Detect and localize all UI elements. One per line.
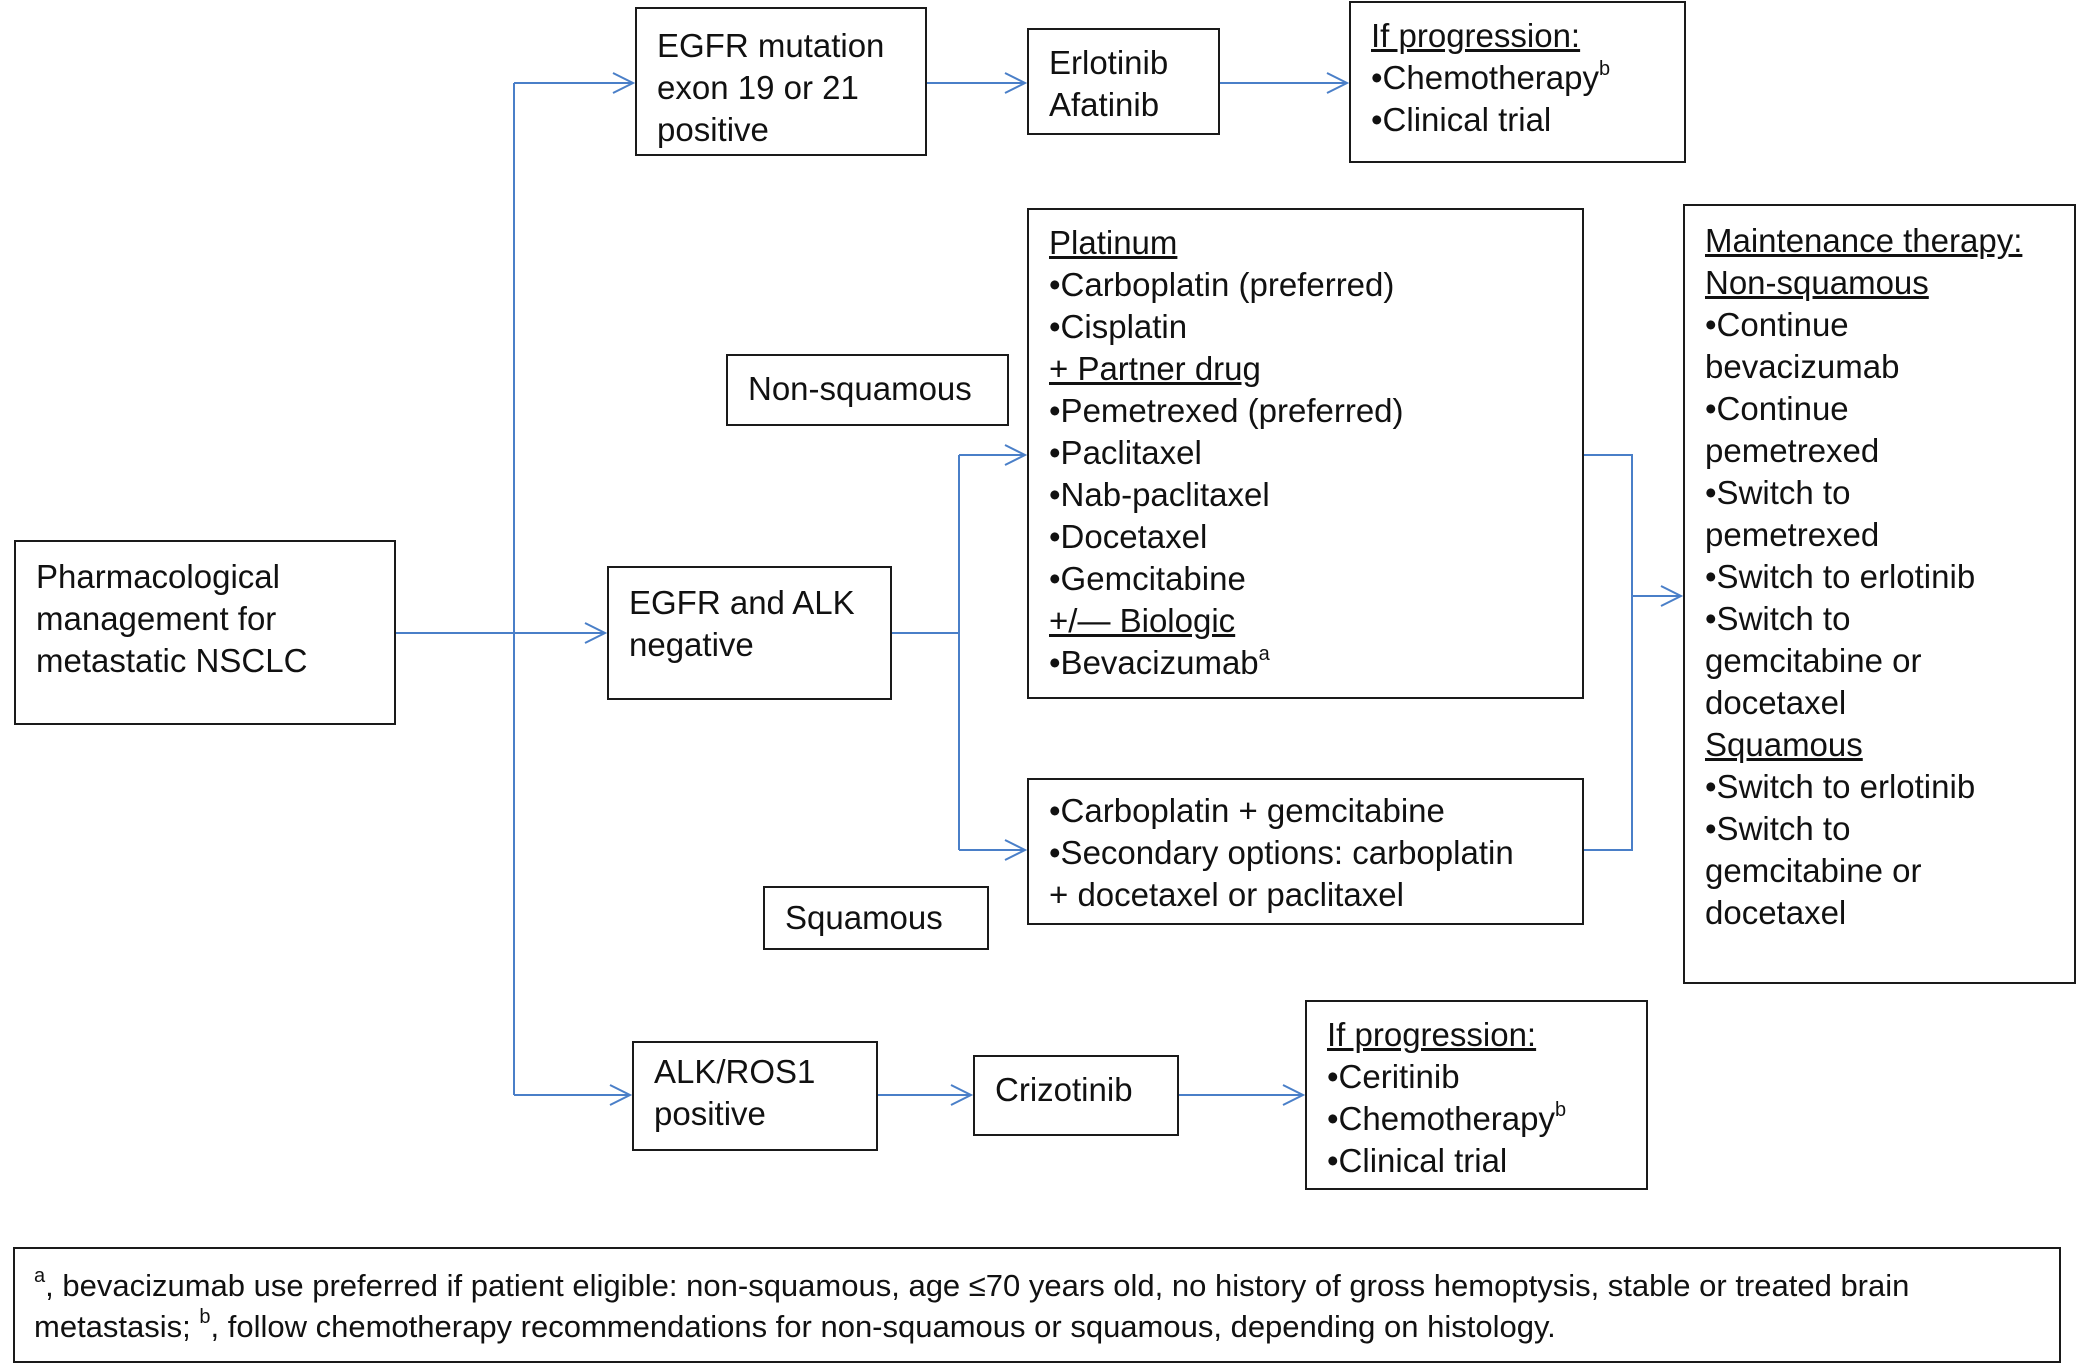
negative-line-2: negative [629, 626, 754, 663]
start-line-3: metastatic NSCLC [36, 642, 308, 679]
footnote-a-marker: a [1258, 643, 1270, 665]
alk-progression-item-ceritinib: •Ceritinib [1327, 1058, 1460, 1095]
start-line-1: Pharmacological [36, 558, 280, 595]
partner-item-nab-paclitaxel: •Nab-paclitaxel [1049, 476, 1270, 513]
arrow-head-alk-therapy [950, 1084, 974, 1106]
footnote-b-text: , follow chemotherapy recommendations fo… [210, 1309, 1556, 1344]
squamous-label: Squamous [763, 886, 989, 950]
squamous-label-text: Squamous [785, 899, 943, 936]
maintenance-nonsq-item-3: •Continue [1705, 390, 1849, 427]
egfr-positive-line-3: positive [657, 111, 769, 148]
partner-item-docetaxel: •Docetaxel [1049, 518, 1208, 555]
footnote-b-marker: b [1555, 1099, 1567, 1121]
non-squamous-label-text: Non-squamous [748, 370, 972, 407]
footnote-box: a, bevacizumab use preferred if patient … [13, 1247, 2061, 1363]
platinum-heading: Platinum [1049, 224, 1178, 261]
alk-progression-node: If progression: •Ceritinib •Chemotherapy… [1305, 1000, 1648, 1190]
biologic-heading: +/— Biologic [1049, 602, 1236, 639]
partner-item-gemcitabine: •Gemcitabine [1049, 560, 1246, 597]
maintenance-sq-item-2: •Switch to [1705, 810, 1851, 847]
arrow-head-egfr-therapy [1004, 72, 1028, 94]
egfr-therapy-line-1: Erlotinib [1049, 44, 1169, 81]
biologic-item-bevacizumab: •Bevacizumab [1049, 644, 1259, 681]
maintenance-sq-item-3: gemcitabine or [1705, 852, 1922, 889]
arrow-head-alk-positive [609, 1084, 633, 1106]
squamous-regimen-line-2: •Secondary options: carboplatin [1049, 834, 1514, 871]
maintenance-sq-item-4: docetaxel [1705, 894, 1847, 931]
egfr-therapy-node: Erlotinib Afatinib [1027, 28, 1220, 135]
maintenance-nonsq-heading: Non-squamous [1705, 264, 1929, 301]
maintenance-nonsq-item-2: bevacizumab [1705, 348, 1900, 385]
platinum-item-carboplatin: •Carboplatin (preferred) [1049, 266, 1395, 303]
maintenance-nonsq-item-9: gemcitabine or [1705, 642, 1922, 679]
maintenance-sq-item-1: •Switch to erlotinib [1705, 768, 1976, 805]
maintenance-nonsq-item-6: pemetrexed [1705, 516, 1880, 553]
partner-heading: + Partner drug [1049, 350, 1261, 387]
footnote-a-text: , bevacizumab use preferred if patient e… [34, 1268, 1910, 1344]
arrow-head-non-squamous-regimen [1004, 444, 1028, 466]
maintenance-nonsq-item-10: docetaxel [1705, 684, 1847, 721]
arrow-head-egfr-progression [1326, 72, 1350, 94]
alk-therapy-line-1: Crizotinib [995, 1071, 1133, 1108]
maintenance-nonsq-item-5: •Switch to [1705, 474, 1851, 511]
arrow-head-egfr-positive [612, 72, 636, 94]
maintenance-nonsq-item-8: •Switch to [1705, 600, 1851, 637]
maintenance-nonsq-item-4: pemetrexed [1705, 432, 1880, 469]
egfr-progression-item-trial: •Clinical trial [1371, 101, 1552, 138]
alk-positive-node: ALK/ROS1 positive [632, 1041, 878, 1151]
connector-paths [396, 72, 1684, 1106]
footnote-b-marker: b [1599, 58, 1611, 80]
arrow-head-alk-progression [1282, 1084, 1306, 1106]
egfr-positive-line-2: exon 19 or 21 [657, 69, 859, 106]
egfr-positive-line-1: EGFR mutation [657, 27, 885, 64]
connector-regimens-merge [1584, 454, 1633, 851]
maintenance-nonsq-item-1: •Continue [1705, 306, 1849, 343]
egfr-progression-heading: If progression: [1371, 17, 1581, 54]
arrow-head-maintenance [1660, 585, 1684, 607]
maintenance-nonsq-item-7: •Switch to erlotinib [1705, 558, 1976, 595]
partner-item-paclitaxel: •Paclitaxel [1049, 434, 1202, 471]
maintenance-node: Maintenance therapy: Non-squamous •Conti… [1683, 204, 2076, 984]
platinum-item-cisplatin: •Cisplatin [1049, 308, 1188, 345]
squamous-regimen-line-3: + docetaxel or paclitaxel [1049, 876, 1404, 913]
squamous-regimen-line-1: •Carboplatin + gemcitabine [1049, 792, 1445, 829]
maintenance-heading: Maintenance therapy: [1705, 222, 2023, 259]
egfr-progression-node: If progression: •Chemotherapyb •Clinical… [1349, 1, 1686, 163]
egfr-positive-node: EGFR mutation exon 19 or 21 positive [635, 7, 927, 156]
footnote-a-symbol: a [34, 1265, 46, 1287]
egfr-progression-item-chemotherapy: •Chemotherapy [1371, 59, 1600, 96]
egfr-therapy-line-2: Afatinib [1049, 86, 1160, 123]
arrow-head-squamous-regimen [1004, 839, 1028, 861]
footnote-b-symbol: b [199, 1306, 211, 1328]
alk-therapy-node: Crizotinib [973, 1055, 1179, 1136]
alk-positive-line-1: ALK/ROS1 [654, 1053, 816, 1090]
negative-line-1: EGFR and ALK [629, 584, 855, 621]
start-line-2: management for [36, 600, 277, 637]
non-squamous-regimen-node: Platinum •Carboplatin (preferred) •Cispl… [1027, 208, 1584, 699]
non-squamous-label: Non-squamous [726, 354, 1009, 426]
alk-positive-line-2: positive [654, 1095, 766, 1132]
negative-node: EGFR and ALK negative [607, 566, 892, 700]
partner-item-pemetrexed: •Pemetrexed (preferred) [1049, 392, 1404, 429]
start-node: Pharmacological management for metastati… [14, 540, 396, 725]
arrow-head-negative [584, 622, 608, 644]
alk-progression-item-trial: •Clinical trial [1327, 1142, 1508, 1179]
alk-progression-heading: If progression: [1327, 1016, 1537, 1053]
squamous-regimen-node: •Carboplatin + gemcitabine •Secondary op… [1027, 778, 1584, 925]
maintenance-sq-heading: Squamous [1705, 726, 1863, 763]
alk-progression-item-chemotherapy: •Chemotherapy [1327, 1100, 1556, 1137]
